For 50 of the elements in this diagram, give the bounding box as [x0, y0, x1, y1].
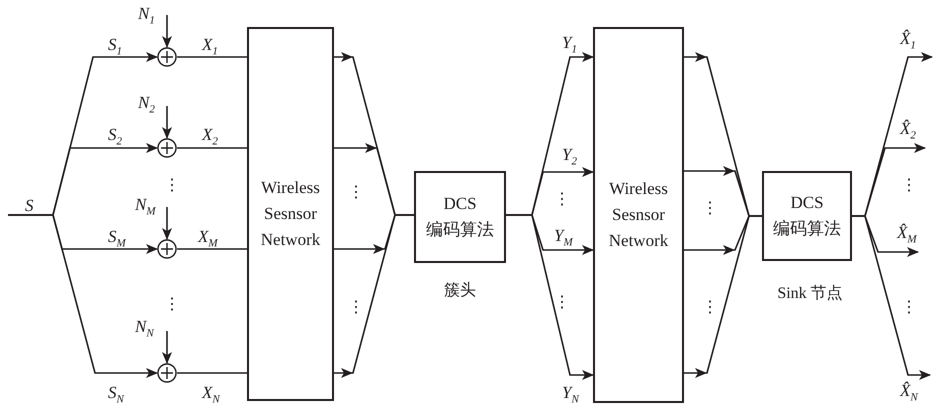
signal-label: N$_{2}$ [138, 94, 155, 118]
signal-label: Y$_{1}$ [562, 34, 577, 58]
ellipsis-mark: ⋮ [554, 295, 570, 311]
signal-label: X̂$_{2}$ [900, 120, 916, 144]
ellipsis-mark: ⋮ [702, 201, 718, 217]
ellipsis-mark: ⋮ [702, 300, 718, 316]
signal-label: S$_{M}$ [108, 228, 126, 252]
signal-label: Y$_{M}$ [554, 227, 573, 250]
network-box [593, 27, 684, 403]
ellipsis-mark: ⋮ [348, 300, 364, 316]
box-label: Wireless Sesnsor Network [608, 178, 670, 252]
signal-label: X$_{N}$ [202, 384, 220, 406]
signal-label: S$_{1}$ [108, 36, 122, 60]
arrow [162, 15, 172, 48]
ellipsis-mark: ⋮ [554, 192, 570, 208]
box-label: DCS 编码算法 [772, 192, 842, 240]
ellipsis-mark: ⋮ [901, 300, 917, 316]
signal-label: N$_{M}$ [135, 196, 156, 220]
caption-text: Sink 节点 [776, 284, 844, 304]
signal-label: X̂$_{N}$ [900, 382, 918, 406]
signal-label: S$_{N}$ [108, 384, 124, 406]
arrow [162, 331, 172, 364]
signal-label: S [25, 197, 34, 215]
signal-label: X$_{2}$ [202, 126, 218, 150]
process-box [762, 171, 852, 261]
ellipsis-mark: ⋮ [901, 178, 917, 194]
arrow [852, 215, 931, 380]
signal-label: Y$_{2}$ [562, 146, 577, 170]
caption-text: 簇头 [443, 280, 477, 301]
ellipsis-mark: ⋮ [348, 185, 364, 201]
signal-label: N$_{1}$ [138, 5, 155, 28]
arrow [506, 214, 594, 380]
signal-label: X$_{1}$ [202, 36, 218, 60]
signal-label: X̂$_{1}$ [900, 30, 916, 54]
arrow [334, 214, 414, 378]
box-label: Wireless Sesnsor Network [260, 177, 322, 251]
signal-label: Y$_{N}$ [562, 384, 579, 406]
process-box [414, 171, 506, 263]
signal-label: N$_{N}$ [135, 318, 154, 342]
network-box [247, 27, 334, 401]
signal-label: X$_{M}$ [198, 228, 218, 252]
arrow [8, 214, 158, 378]
arrow [684, 215, 762, 378]
arrow [162, 207, 172, 240]
box-label: DCS 编码算法 [425, 193, 495, 241]
signal-label: S$_{2}$ [108, 126, 122, 150]
ellipsis-mark: ⋮ [164, 297, 180, 313]
ellipsis-mark: ⋮ [164, 178, 180, 194]
arrow [162, 106, 172, 139]
signal-label: X̂$_{M}$ [897, 224, 917, 248]
